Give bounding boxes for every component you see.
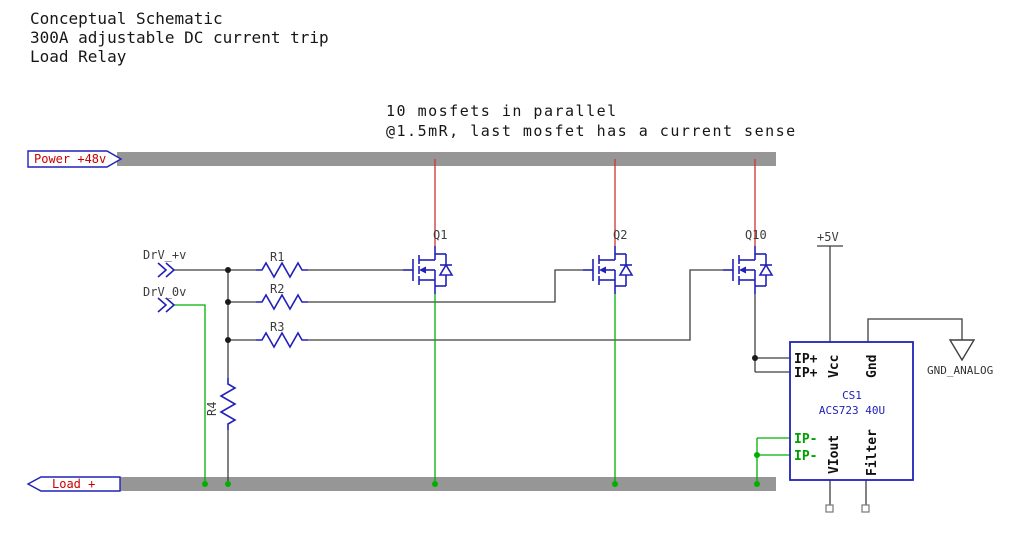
junction-dots-green [202,452,760,487]
filter-pin-square-icon [861,504,870,513]
title-line-3: Load Relay [30,47,127,66]
junction-dot [754,481,760,487]
cs1-pin-viout: VIout [827,435,842,474]
cs1-pin-ip-minus-1: IP- [794,432,817,447]
junction-dot [225,337,231,343]
annotation-note: 10 mosfets in parallel @1.5mR, last mosf… [386,102,797,140]
chevron-icon [165,297,176,313]
gnd-analog-triangle-icon [948,339,976,362]
junction-dot [752,355,758,361]
power-bus-bar [117,152,776,166]
wire-gnd-to-analog [867,318,963,342]
power-48v-wires [434,159,756,246]
resistor-r3-ref: R3 [270,320,284,334]
drv-plus-label: DrV_+v [143,248,186,262]
junction-dot [225,481,231,487]
resistor-r1-ref: R1 [270,250,284,264]
load-rail-label-text: Load + [52,477,95,491]
resistor-r1 [255,262,309,278]
junction-dot [754,452,760,458]
annotation-line-1: 10 mosfets in parallel [386,102,618,120]
power-rail-label-text: Power +48v [34,152,106,166]
chevron-icon [157,297,168,313]
chevron-icon [157,262,168,278]
resistor-r2-ref: R2 [270,282,284,296]
return-wires [174,294,790,484]
signal-wires [174,245,963,505]
cs1-pin-vcc: Vcc [827,355,842,378]
viout-pin-square-icon [825,504,834,513]
junction-dot [225,267,231,273]
cs1-pin-filter: Filter [865,429,880,476]
mosfet-q1-ref: Q1 [433,228,447,242]
title-block: Conceptual Schematic 300A adjustable DC … [30,9,329,66]
cs1-pin-ip-plus-2: IP+ [794,366,818,381]
junction-dot [225,299,231,305]
wire-r3-to-q10-gate [308,269,723,341]
drv-plus-port [157,262,176,278]
mosfet-q2-ref: Q2 [613,228,627,242]
junction-dot [432,481,438,487]
title-line-1: Conceptual Schematic [30,9,223,28]
cs1-pin-gnd: Gnd [865,355,880,378]
mosfet-q10 [722,245,773,295]
load-rail-label-shape [26,476,121,492]
junction-dots-dark [225,267,758,361]
cs1-value: ACS723 40U [819,404,885,417]
cs1-ref: CS1 [842,389,862,402]
cs1-pin-ip-plus-1: IP+ [794,352,818,367]
resistor-r4 [220,377,236,431]
load-bus-bar [120,477,776,491]
cs1-body [789,341,914,481]
resistor-r2 [255,294,309,310]
junction-dot [612,481,618,487]
gnd-analog-label: GND_ANALOG [927,364,993,377]
mosfet-q1 [402,245,453,295]
junction-dot [202,481,208,487]
cs1-pin-ip-minus-2: IP- [794,449,817,464]
drv-zero-label: DrV_0v [143,285,186,299]
chevron-icon [165,262,176,278]
plus5v-label: +5V [817,230,839,244]
mosfet-q2 [582,245,633,295]
power-rail-label: Power +48v [27,150,123,168]
power-rail-label-shape [27,150,123,168]
annotation-line-2: @1.5mR, last mosfet has a current sense [386,122,797,140]
drv-zero-port [157,297,176,313]
title-line-2: 300A adjustable DC current trip [30,28,329,47]
wire-drv-zero [174,304,206,484]
resistor-r3 [255,332,309,348]
current-sensor-cs1: IP+ IP+ IP- IP- Vcc Gnd VIout Filter CS1… [789,341,914,481]
load-rail-label: Load + [26,476,121,492]
resistor-r4-ref: R4 [205,402,219,416]
wire-r2-to-q2-gate [308,269,583,303]
mosfet-q10-ref: Q10 [745,228,767,242]
